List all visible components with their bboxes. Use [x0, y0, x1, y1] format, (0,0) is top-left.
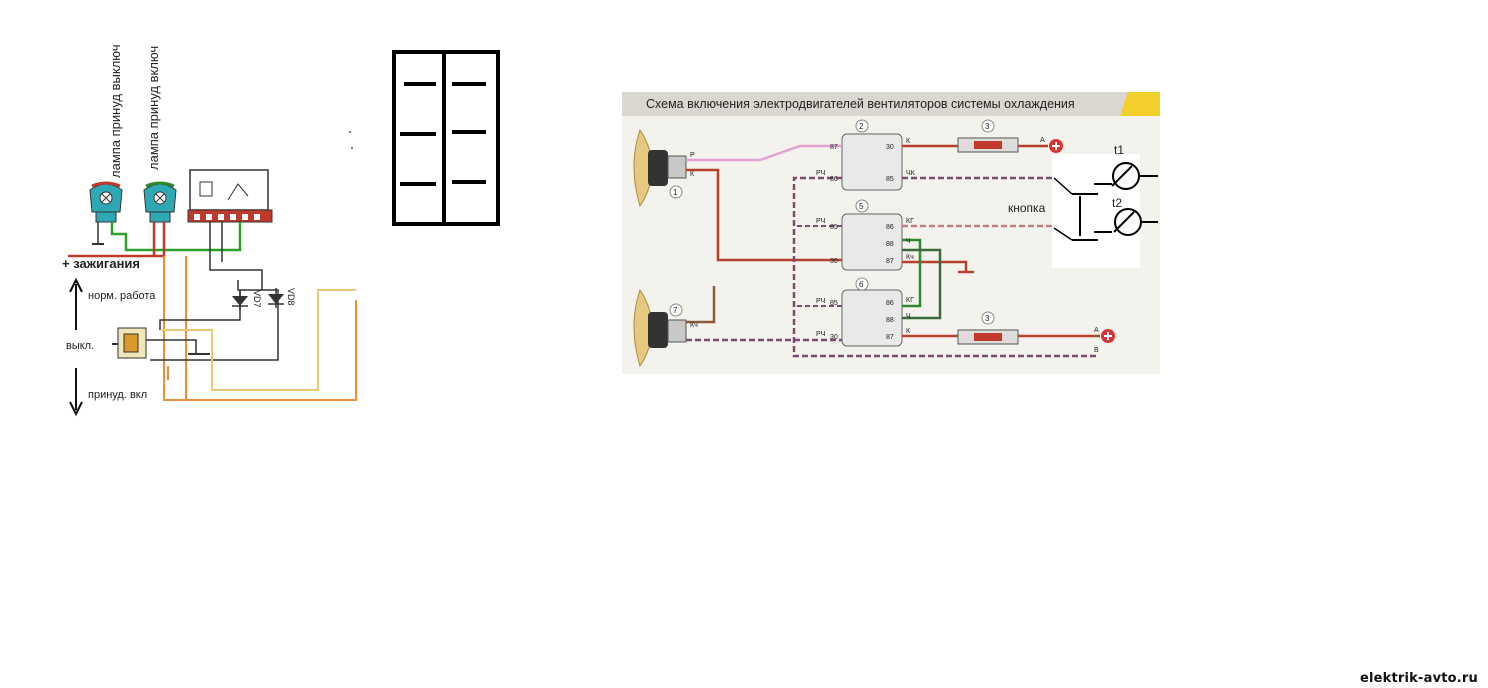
sensor-1-label: t1: [1114, 143, 1124, 157]
terminal-label: А: [1094, 327, 1099, 334]
svg-text:3: 3: [985, 314, 990, 323]
fan-1-icon: [633, 128, 687, 208]
component-number-2: 2: [855, 119, 869, 133]
relay-block-icon: [187, 169, 273, 223]
wire-label: Кч: [690, 322, 698, 329]
component-number-1: 1: [669, 185, 683, 199]
svg-text:2: 2: [859, 122, 864, 131]
svg-text:7: 7: [673, 306, 678, 315]
relay-6-pin: 30: [830, 334, 838, 341]
wire-label: РЧ: [816, 331, 826, 338]
fuse-2-icon: [957, 329, 1019, 345]
button-label: кнопка: [1008, 201, 1046, 215]
component-number-7: 7: [669, 303, 683, 317]
terminal-label: В: [1094, 347, 1099, 354]
sensor-2-label: t2: [1112, 196, 1122, 210]
diode-1-icon: [232, 290, 248, 310]
relay-5-pin: 86: [886, 224, 894, 231]
mode-switch-icon: [112, 327, 147, 359]
lamp-off-label: лампа принуд выключ: [108, 44, 123, 178]
relay-6-pin: 88: [886, 317, 894, 324]
relay-2-pin: 85: [886, 176, 894, 183]
component-number-3b: 3: [981, 311, 995, 325]
watermark-label: elektrik-avto.ru: [1359, 671, 1478, 686]
relay-6-pin: 87: [886, 334, 894, 341]
wire-label: КГ: [906, 218, 914, 225]
relay-2-pin: 30: [886, 144, 894, 151]
svg-text:6: 6: [859, 280, 864, 289]
fuse-1-icon: [957, 137, 1019, 153]
wire-label: Кч: [906, 254, 914, 261]
diode-1-label: VD7: [252, 290, 262, 308]
switch-contact-box: [392, 50, 500, 226]
svg-text:3: 3: [985, 122, 990, 131]
wire-label: Ч: [906, 238, 911, 245]
wire-label: К: [690, 171, 695, 178]
left-schematic: лампа принуд выключ лампа принуд включ: [62, 44, 357, 417]
arrow-up-icon: [69, 277, 83, 330]
diode-2-icon: [268, 288, 284, 308]
diode-2-label: VD8: [286, 288, 296, 306]
terminal-label: А: [1040, 137, 1045, 144]
wire-label: РЧ: [816, 298, 826, 305]
lamp-on-icon: [143, 181, 177, 223]
wire-label: К: [906, 328, 911, 335]
plus-terminal-2-icon: [1101, 329, 1115, 343]
svg-text:1: 1: [673, 188, 678, 197]
relay-5-pin: 88: [886, 241, 894, 248]
relay-2-pin: 87: [830, 144, 838, 151]
right-schematic: Схема включения электродвигателей вентил…: [622, 92, 1160, 374]
wire-label: К: [906, 138, 911, 145]
fan-2-icon: [633, 288, 687, 368]
arrow-down-icon: [69, 368, 83, 417]
wire-label: Ч: [906, 313, 911, 320]
normal-mode-label: норм. работа: [88, 290, 156, 302]
relay-6-pin: 86: [886, 300, 894, 307]
wire-label: ЧК: [906, 170, 916, 177]
relay-2-box: [841, 133, 903, 191]
diagram-title: Схема включения электродвигателей вентил…: [646, 97, 1075, 111]
forced-on-label: принуд. вкл: [88, 389, 147, 401]
wire-label: РЧ: [816, 170, 826, 177]
relay-5-pin: 85: [830, 224, 838, 231]
wire-label: КГ: [906, 297, 914, 304]
relay-5-box: [841, 213, 903, 271]
svg-text:5: 5: [859, 202, 864, 211]
ignition-label: + зажигания: [62, 256, 140, 271]
lamp-on-label: лампа принуд включ: [146, 46, 161, 170]
component-number-5: 5: [855, 199, 869, 213]
plus-terminal-1-icon: [1049, 139, 1063, 153]
component-number-6: 6: [855, 277, 869, 291]
component-number-3a: 3: [981, 119, 995, 133]
wire-label: РЧ: [816, 218, 826, 225]
relay-5-pin: 87: [886, 258, 894, 265]
relay-6-pin: 85: [830, 300, 838, 307]
off-label: выкл.: [66, 340, 94, 352]
relay-5-pin: 30: [830, 258, 838, 265]
lamp-off-icon: [89, 181, 123, 223]
wire-label: Р: [690, 152, 695, 159]
relay-2-pin: 86: [830, 176, 838, 183]
